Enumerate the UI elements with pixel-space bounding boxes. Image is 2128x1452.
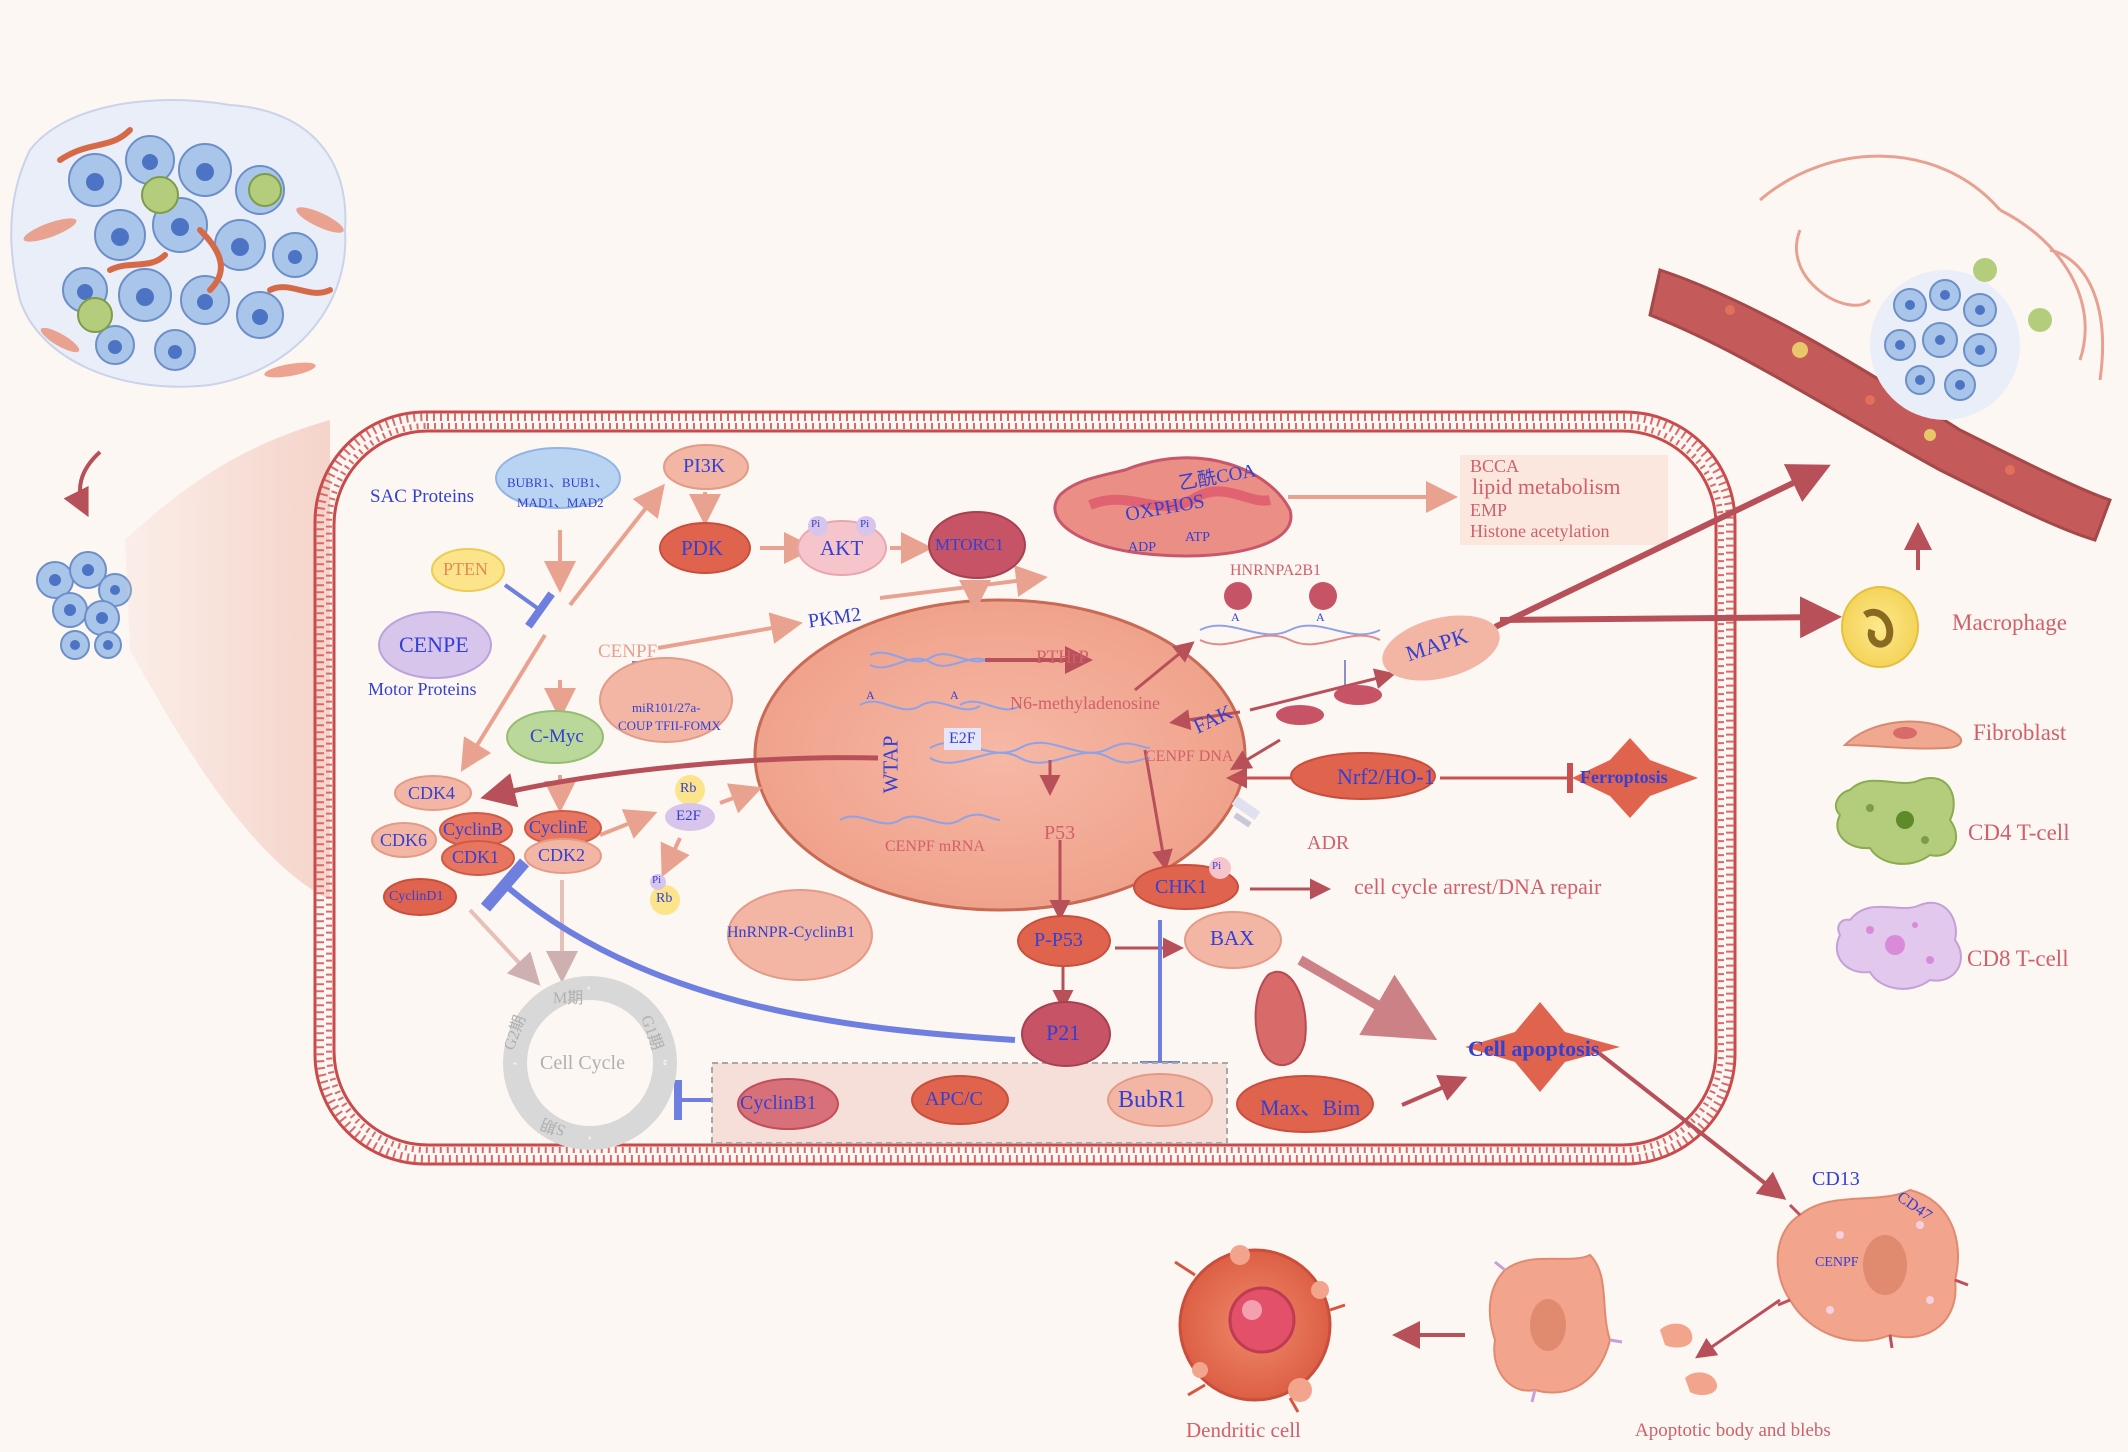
cdk6-label: CDK6 bbox=[380, 830, 428, 850]
nucleus-e2f-label: E2F bbox=[944, 728, 981, 750]
nrf2-label: Nrf2/HO-1 bbox=[1337, 764, 1435, 789]
rb-label-2: Rb bbox=[656, 891, 673, 906]
akt-label: AKT bbox=[820, 536, 864, 560]
mir-line1: miR101/27a- bbox=[632, 700, 701, 715]
macrophage-label: Macrophage bbox=[1952, 610, 2067, 635]
p21-label: P21 bbox=[1046, 1020, 1081, 1045]
cd8-label: CD8 T-cell bbox=[1967, 946, 2069, 971]
pten-label: PTEN bbox=[443, 559, 488, 579]
p53-label: P53 bbox=[1044, 822, 1076, 844]
bubr1-label: BubR1 bbox=[1118, 1087, 1187, 1113]
cenpf-label: CENPF bbox=[598, 641, 658, 662]
apoptotic-body-label: Apoptotic body and blebs bbox=[1635, 1420, 1831, 1441]
m-phase-label: M期 bbox=[553, 990, 584, 1007]
pp53-label: P-P53 bbox=[1034, 929, 1083, 951]
wtap-label: WTAP bbox=[878, 735, 903, 794]
cell-cycle-ring bbox=[503, 976, 677, 1150]
sac-node-line1: BUBR1、BUB1、 bbox=[507, 475, 609, 490]
tissue-arrow bbox=[63, 450, 102, 518]
adp-label: ADP bbox=[1128, 540, 1157, 555]
apcc-label: APC/C bbox=[925, 1088, 983, 1110]
lipid-metabolism-label: lipid metabolism bbox=[1472, 474, 1621, 499]
cyclinb1-label: CyclinB1 bbox=[740, 1092, 817, 1114]
cenpf-dna-label: CENPF DNA bbox=[1145, 748, 1234, 765]
pi3k-label: PI3K bbox=[683, 455, 726, 477]
pthrp-label: PTHrP bbox=[1036, 647, 1089, 668]
a-label-3: A bbox=[866, 688, 875, 702]
rb-label-1: Rb bbox=[680, 781, 697, 796]
sac-proteins-label: SAC Proteins bbox=[370, 486, 474, 507]
dendritic-cell-label: Dendritic cell bbox=[1186, 1418, 1301, 1442]
mir-node bbox=[599, 657, 733, 743]
n6-label: N6-methyladenosine bbox=[1010, 693, 1160, 713]
cmyc-label: C-Myc bbox=[530, 726, 584, 747]
cdk1-label: CDK1 bbox=[452, 847, 500, 867]
cyclind1-label: CyclinD1 bbox=[389, 889, 444, 904]
hnrnpr-label: HnRNPR-CyclinB1 bbox=[727, 924, 856, 941]
mir-line2: COUP TFII-FOMX bbox=[618, 718, 721, 733]
legend-illustrations bbox=[1834, 586, 1963, 990]
metastasis-cluster-illustration bbox=[1759, 154, 2105, 420]
metabolism-box bbox=[1460, 455, 1668, 545]
dendritic-cell-illustration bbox=[1174, 1245, 1346, 1413]
atp-label: ATP bbox=[1185, 530, 1210, 545]
cd13-label: CD13 bbox=[1812, 1168, 1860, 1190]
tumor-tissue-illustration bbox=[10, 99, 347, 388]
cenpe-node bbox=[378, 611, 492, 679]
histone-acetylation-label: Histone acetylation bbox=[1470, 521, 1610, 541]
apoptotic-cell-illustration bbox=[1488, 1188, 1969, 1403]
a-label-4: A bbox=[950, 688, 959, 702]
pathway-arrows bbox=[480, 464, 1932, 1359]
cell-cycle-arrest-label: cell cycle arrest/DNA repair bbox=[1354, 874, 1602, 899]
pten-node bbox=[431, 548, 505, 592]
fibroblast-label: Fibroblast bbox=[1973, 720, 2067, 745]
cdk4-label: CDK4 bbox=[408, 783, 456, 803]
pi-label-4: Pi bbox=[1212, 860, 1222, 872]
e2f-label: E2F bbox=[676, 808, 702, 824]
cenpf-mrna-label: CENPF mRNA bbox=[885, 838, 986, 855]
bcca-label: BCCA bbox=[1470, 456, 1520, 476]
dna-strands bbox=[839, 651, 1151, 825]
cd4-label: CD4 T-cell bbox=[1968, 820, 2070, 845]
cell-membrane bbox=[313, 410, 1737, 1166]
cenpf-surface-label: CENPF bbox=[1815, 1255, 1859, 1270]
sac-node-line2: MAD1、MAD2 bbox=[517, 495, 604, 510]
emp-label: EMP bbox=[1470, 500, 1508, 520]
cell-cycle-label: Cell Cycle bbox=[540, 1052, 625, 1074]
mtorc1-label: MTORC1 bbox=[935, 535, 1004, 554]
cell-apoptosis-label: Cell apoptosis bbox=[1468, 1036, 1600, 1061]
pi-label-2: Pi bbox=[811, 518, 821, 530]
zoom-fan bbox=[125, 420, 330, 900]
cyclinb-label: CyclinB bbox=[443, 819, 504, 839]
pi-label-3: Pi bbox=[860, 518, 870, 530]
pdk-label: PDK bbox=[681, 536, 724, 560]
motor-proteins-label: Motor Proteins bbox=[368, 679, 477, 699]
blood-vessel-illustration bbox=[1648, 268, 2112, 542]
adr-label: ADR bbox=[1307, 832, 1350, 854]
nodes bbox=[371, 444, 1698, 1133]
max-bim-label: Max、Bim bbox=[1260, 1095, 1361, 1120]
cycline-label: CyclinE bbox=[529, 817, 588, 837]
sac-node bbox=[495, 447, 621, 509]
cmyc-node bbox=[506, 710, 604, 764]
ferroptosis-label: Ferroptosis bbox=[1580, 767, 1668, 787]
cdk2-label: CDK2 bbox=[538, 845, 586, 865]
cell-cluster-illustration bbox=[36, 551, 132, 660]
chk1-label: CHK1 bbox=[1155, 876, 1208, 898]
a-label-1: A bbox=[1231, 610, 1240, 624]
pi-label-1: Pi bbox=[652, 874, 662, 886]
hnrnpa2b1-label: HNRNPA2B1 bbox=[1230, 562, 1321, 579]
a-label-2: A bbox=[1316, 610, 1325, 624]
cenpe-label: CENPE bbox=[399, 632, 469, 657]
bax-label: BAX bbox=[1210, 926, 1255, 950]
